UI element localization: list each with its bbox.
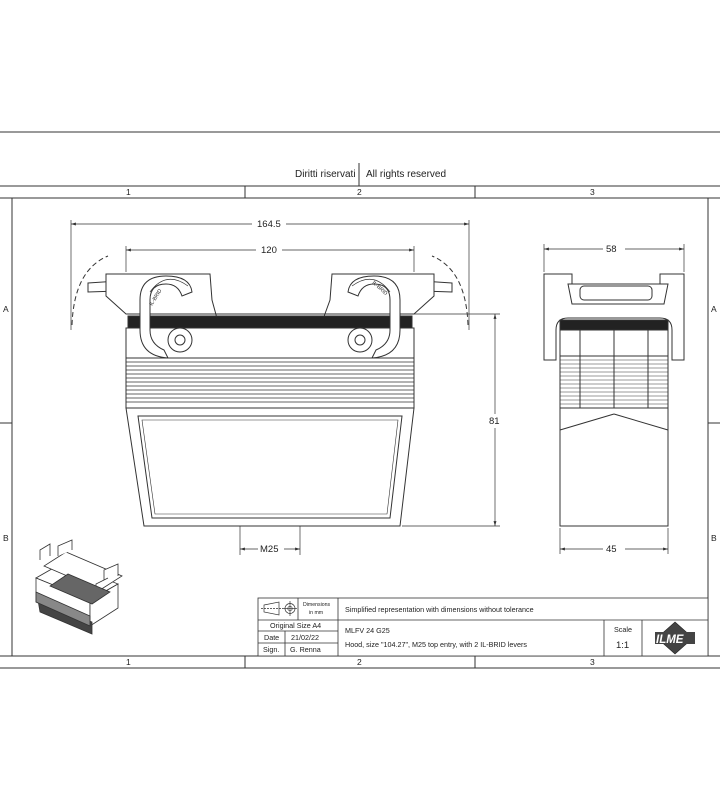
date-label: Date [264,633,279,642]
grid-column-3-bottom: 3 [590,657,595,667]
sign-value: G. Renna [290,645,321,654]
grid-column-3-top: 3 [590,187,595,197]
ilme-logo-text: ILME [656,634,684,646]
rights-reserved-italian: Diritti riservati [295,169,356,180]
part-description: Hood, size "104.27", M25 top entry, with… [345,640,527,649]
grid-row-b-left: B [3,533,9,543]
grid-row-b-right: B [711,533,717,543]
date-value: 21/02/22 [291,633,319,642]
front-view-hood [71,255,469,527]
dimension-cable-entry: M25 [260,544,278,555]
disclaimer-text: Simplified representation with dimension… [345,605,534,614]
projection-symbol-icon [261,601,297,616]
grid-row-a-right: A [711,304,717,314]
grid-column-2-top: 2 [357,187,362,197]
dimension-height: 81 [489,416,500,427]
dimension-side-top: 58 [606,244,617,255]
rights-reserved-english: All rights reserved [366,169,446,180]
grid-column-1-bottom: 1 [126,657,131,667]
scale-value: 1:1 [616,640,629,651]
dimensions-unit-note-line1: Dimensions [303,602,331,608]
grid-column-1-top: 1 [126,187,131,197]
title-block-frame [257,597,709,657]
side-view-hood [543,273,685,527]
grid-row-a-left: A [3,304,9,314]
grid-column-2-bottom: 2 [357,657,362,667]
dimension-side-bottom: 45 [606,544,617,555]
ilme-logo: ILME [655,621,695,655]
part-code: MLFV 24 G25 [345,626,390,635]
dimensions-unit-note-line2: in mm [309,610,323,616]
dimension-overall-width: 164.5 [257,219,281,230]
dimension-inner-width: 120 [261,245,277,256]
scale-label: Scale [614,625,632,634]
isometric-thumbnail [35,539,123,635]
sign-label: Sign. [263,645,279,654]
original-size-label: Original Size A4 [270,621,321,630]
